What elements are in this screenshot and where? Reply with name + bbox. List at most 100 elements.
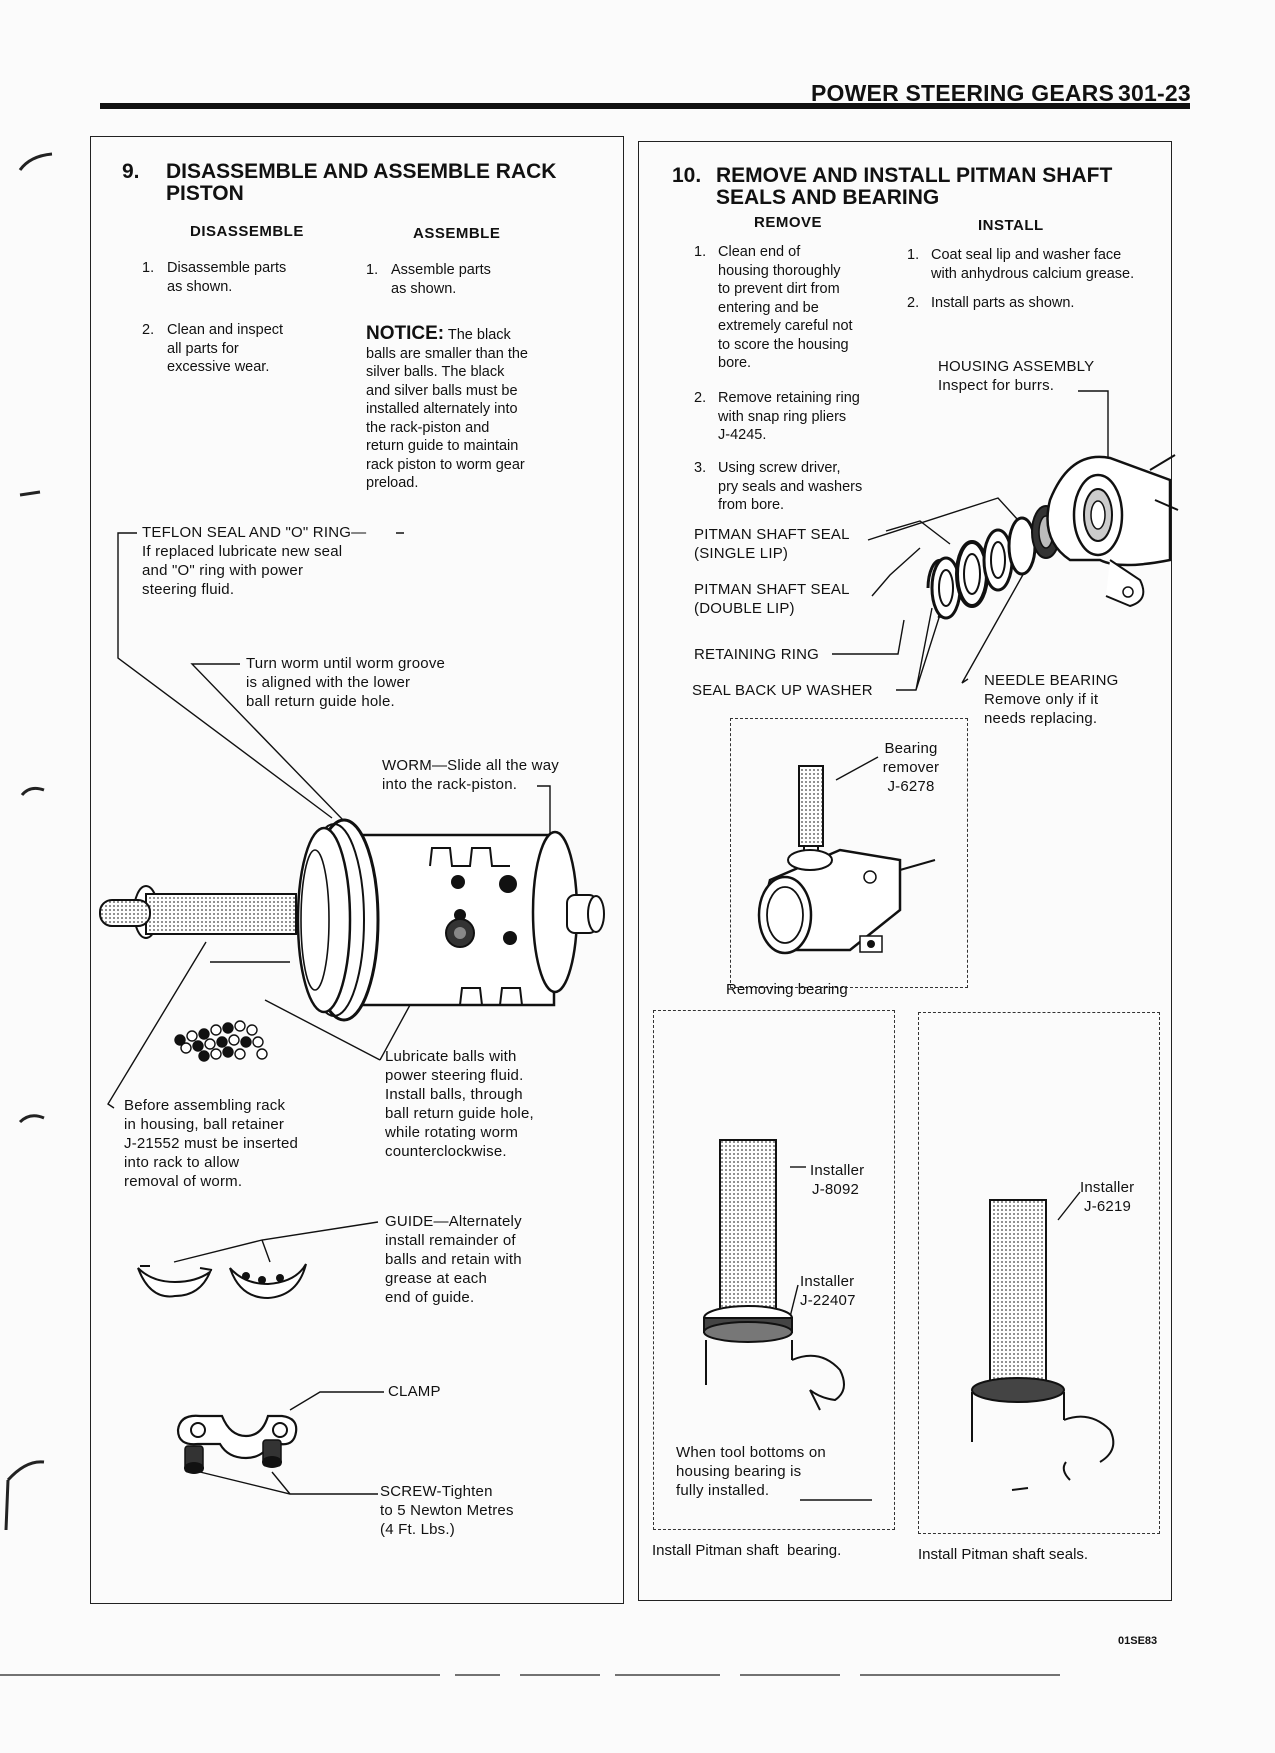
- step-number: 1.: [694, 244, 707, 260]
- callout-line: while rotating worm: [385, 1124, 519, 1141]
- screw-callout: SCREW-Tighten to 5 Newton Metres (4 Ft. …: [380, 1482, 580, 1539]
- disassemble-step-1: 1. Disassemble parts as shown.: [142, 259, 332, 296]
- callout-line: ball return guide hole,: [385, 1105, 534, 1122]
- callout-line: Turn worm until worm groove: [246, 655, 446, 672]
- section-9-title-line2: PISTON: [166, 182, 244, 205]
- bottom-edge-rule: [0, 1674, 1060, 1676]
- callout-line: J-6219: [1084, 1198, 1132, 1215]
- callout-line: (4 Ft. Lbs.): [380, 1521, 455, 1538]
- notice-line: balls are smaller than the: [366, 345, 528, 362]
- step-line: from bore.: [718, 497, 785, 513]
- step-number: 2.: [907, 295, 920, 311]
- notice-block: NOTICE: The black balls are smaller than…: [366, 323, 586, 493]
- needle-bearing-callout: NEEDLE BEARING Remove only if it needs r…: [984, 671, 1164, 728]
- notice-line: rack piston to worm gear: [366, 456, 525, 473]
- step-line: Assemble parts: [391, 262, 491, 278]
- step-line: pry seals and washers: [718, 478, 863, 495]
- before-assembling-callout: Before assembling rack in housing, ball …: [124, 1096, 354, 1191]
- worm-callout: WORM—Slide all the way into the rack-pis…: [382, 756, 602, 794]
- remove-step-3: 3. Using screw driver, pry seals and was…: [694, 459, 914, 515]
- callout-line: steering fluid.: [142, 581, 235, 598]
- callout-line: counterclockwise.: [385, 1143, 507, 1160]
- housing-assembly-callout: HOUSING ASSEMBLY Inspect for burrs.: [938, 357, 1138, 395]
- disassemble-heading: DISASSEMBLE: [190, 223, 304, 240]
- callout-line: end of guide.: [385, 1289, 475, 1306]
- callout-line: GUIDE—Alternately: [385, 1213, 522, 1230]
- step-number: 1.: [142, 260, 155, 276]
- callout-line: install remainder of: [385, 1232, 516, 1249]
- callout-line: removal of worm.: [124, 1173, 243, 1190]
- callout-line: PITMAN SHAFT SEAL: [694, 581, 850, 598]
- installer-8092-callout: Installer J-8092: [810, 1161, 890, 1199]
- step-line: entering and be: [718, 299, 819, 316]
- install-step-2: 2. Install parts as shown.: [907, 294, 1177, 313]
- notice-line: The black: [447, 327, 511, 343]
- installer-6219-callout: Installer J-6219: [1080, 1178, 1160, 1216]
- teflon-seal-callout: TEFLON SEAL AND "O" RING— If replaced lu…: [142, 523, 442, 599]
- step-number: 3.: [694, 460, 707, 476]
- bearing-remover-callout: Bearing remover J-6278: [880, 739, 942, 796]
- callout-line: Install balls, through: [385, 1086, 523, 1103]
- callout-line: PITMAN SHAFT SEAL: [694, 526, 850, 543]
- seal-double-lip-callout: PITMAN SHAFT SEAL (DOUBLE LIP): [694, 580, 894, 618]
- step-line: Disassemble parts: [167, 260, 287, 276]
- callout-line: (DOUBLE LIP): [694, 600, 795, 617]
- step-line: Coat seal lip and washer face: [931, 247, 1122, 263]
- installer-22407-callout: Installer J-22407: [800, 1272, 880, 1310]
- step-line: Clean and inspect: [167, 322, 284, 338]
- notice-line: silver balls. The black: [366, 364, 505, 380]
- callout-line: TEFLON SEAL AND "O" RING—: [142, 524, 367, 541]
- section-10-panel: [638, 141, 1172, 1601]
- callout-line: remover: [882, 759, 940, 776]
- notice-line: the rack-piston and: [366, 419, 490, 436]
- remove-heading: REMOVE: [754, 214, 823, 231]
- seal-single-lip-callout: PITMAN SHAFT SEAL (SINGLE LIP): [694, 525, 894, 563]
- callout-line: WORM—Slide all the way: [382, 757, 559, 774]
- notice-line: installed alternately into: [366, 401, 518, 417]
- step-line: bore.: [718, 355, 752, 371]
- notice-line: preload.: [366, 475, 419, 491]
- callout-line: Installer: [1080, 1179, 1135, 1196]
- section-10-title-line2: SEALS AND BEARING: [716, 186, 940, 209]
- step-line: Clean end of: [718, 244, 801, 260]
- step-number: 1.: [366, 262, 379, 278]
- callout-line: Before assembling rack: [124, 1097, 286, 1114]
- step-line: Remove retaining ring: [718, 390, 860, 406]
- assemble-heading: ASSEMBLE: [413, 225, 501, 242]
- callout-line: J-21552 must be inserted: [124, 1135, 299, 1152]
- install-seals-caption: Install Pitman shaft seals.: [918, 1546, 1089, 1563]
- tool-bottoms-callout: When tool bottoms on housing bearing is …: [676, 1443, 876, 1500]
- clamp-callout: CLAMP: [388, 1383, 441, 1400]
- callout-line: Bearing: [884, 740, 938, 757]
- callout-line: fully installed.: [676, 1482, 770, 1499]
- callout-line: SCREW-Tighten: [380, 1483, 493, 1500]
- pitman-shaft-illustration: [703, 390, 1179, 1501]
- section-9-title-line1: DISASSEMBLE AND ASSEMBLE RACK: [166, 160, 557, 183]
- rack-piston-illustration: [99, 532, 605, 1495]
- callout-line: Inspect for burrs.: [938, 377, 1055, 394]
- callout-line: grease at each: [385, 1270, 488, 1287]
- install-bearing-box: [653, 1010, 895, 1530]
- step-number: 1.: [907, 247, 920, 263]
- callout-line: (SINGLE LIP): [694, 545, 789, 562]
- callout-line: to 5 Newton Metres: [380, 1502, 514, 1519]
- lubricate-balls-callout: Lubricate balls with power steering flui…: [385, 1047, 605, 1161]
- callout-line: and "O" ring with power: [142, 562, 304, 579]
- callout-line: in housing, ball retainer: [124, 1116, 285, 1133]
- step-line: excessive wear.: [167, 359, 270, 375]
- removing-bearing-caption: Removing bearing: [726, 981, 848, 998]
- callout-line: balls and retain with: [385, 1251, 522, 1268]
- step-line: all parts for: [167, 340, 239, 357]
- callout-line: into the rack-piston.: [382, 776, 518, 793]
- step-line: housing thoroughly: [718, 262, 841, 279]
- callout-line: If replaced lubricate new seal: [142, 543, 343, 560]
- callout-line: When tool bottoms on: [676, 1444, 826, 1461]
- notice-label: NOTICE:: [366, 323, 445, 344]
- disassemble-step-2: 2. Clean and inspect all parts for exces…: [142, 321, 332, 377]
- backup-washer-callout: SEAL BACK UP WASHER: [692, 682, 873, 699]
- callout-line: Installer: [810, 1162, 865, 1179]
- step-line: with snap ring pliers: [718, 408, 847, 425]
- guide-callout: GUIDE—Alternately install remainder of b…: [385, 1212, 605, 1307]
- callout-line: into rack to allow: [124, 1154, 240, 1171]
- callout-line: Lubricate balls with: [385, 1048, 517, 1065]
